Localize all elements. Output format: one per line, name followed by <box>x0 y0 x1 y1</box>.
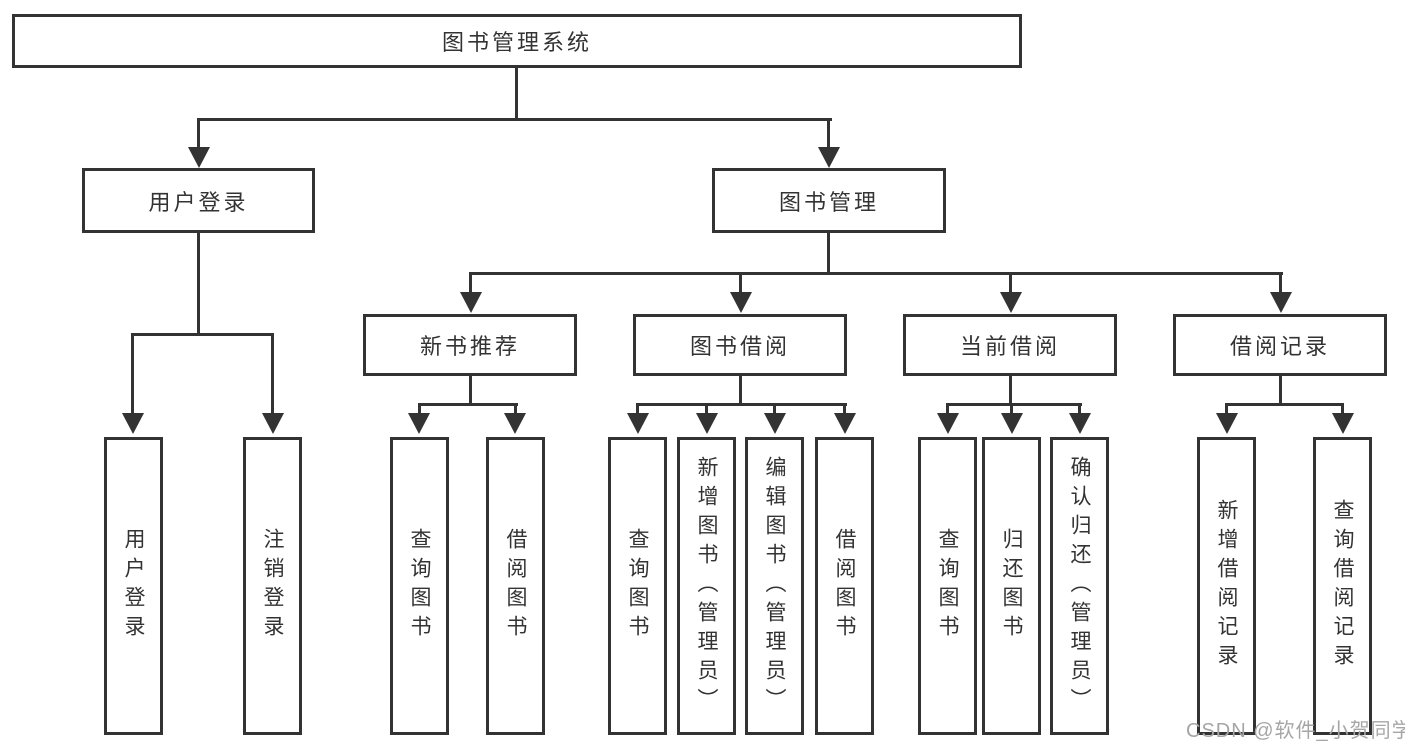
leaf-add-borrow-record: 新增借阅记录 <box>1197 437 1256 735</box>
connector-userlogin-stem <box>197 233 200 336</box>
connector-bar <box>946 403 1082 406</box>
connector-drop <box>271 333 274 414</box>
connector-drop <box>1010 403 1013 414</box>
arrow-down-icon <box>1001 413 1023 434</box>
leaf-confirm-return-admin: 确认归还（管理员） <box>1050 437 1109 735</box>
node-label: 借阅图书 <box>833 528 856 644</box>
node-user-login-branch: 用户登录 <box>82 168 315 233</box>
connector-stem <box>469 376 472 405</box>
node-label: 新增图书（管理员） <box>695 455 718 717</box>
node-label: 新增借阅记录 <box>1215 499 1238 673</box>
connector-stem <box>1009 376 1012 405</box>
node-label: 图书管理系统 <box>441 30 592 55</box>
connector-drop <box>197 118 200 150</box>
arrow-down-icon <box>937 413 959 434</box>
leaf-logout: 注销登录 <box>243 437 302 735</box>
node-label: 查询图书 <box>936 528 959 644</box>
node-label: 当前借阅 <box>959 334 1060 359</box>
arrow-down-icon <box>262 413 284 434</box>
connector-drop <box>946 403 949 414</box>
node-label: 借阅记录 <box>1229 334 1330 359</box>
arrow-down-icon <box>696 413 718 434</box>
connector-drop <box>1341 403 1344 414</box>
arrow-down-icon <box>730 292 752 313</box>
arrow-down-icon <box>818 147 840 168</box>
connector-drop <box>773 403 776 414</box>
leaf-edit-book-admin: 编辑图书（管理员） <box>745 437 804 735</box>
node-borrowing-records: 借阅记录 <box>1173 314 1387 376</box>
arrow-down-icon <box>1216 413 1238 434</box>
connector-drop <box>418 403 421 414</box>
connector-drop <box>1225 403 1228 414</box>
connector-drop <box>514 403 517 414</box>
arrow-down-icon <box>834 413 856 434</box>
node-label: 图书管理 <box>778 189 879 215</box>
node-label: 图书借阅 <box>689 334 790 359</box>
node-label: 新书推荐 <box>419 334 520 359</box>
connector-drop <box>705 403 708 414</box>
node-label: 编辑图书（管理员） <box>763 455 786 717</box>
node-label: 用户登录 <box>122 528 145 644</box>
connector-drop <box>1078 403 1081 414</box>
connector-stem <box>739 376 742 405</box>
leaf-query-books-recommend: 查询图书 <box>390 437 449 735</box>
leaf-query-borrow-record: 查询借阅记录 <box>1313 437 1372 735</box>
arrow-down-icon <box>764 413 786 434</box>
arrow-down-icon <box>1270 292 1292 313</box>
leaf-return-books: 归还图书 <box>982 437 1041 735</box>
arrow-down-icon <box>122 413 144 434</box>
csdn-watermark: CSDN @软件_小贺同学 <box>1186 720 1405 742</box>
node-label: 注销登录 <box>261 528 284 644</box>
node-label: 查询图书 <box>408 528 431 644</box>
leaf-borrow-books-recommend: 借阅图书 <box>486 437 545 735</box>
connector-drop <box>636 403 639 414</box>
node-label: 借阅图书 <box>504 528 527 644</box>
connector-bar <box>636 403 847 406</box>
connector-drop <box>131 333 134 414</box>
node-label: 查询借阅记录 <box>1331 499 1354 673</box>
arrow-down-icon <box>1069 413 1091 434</box>
connector-level3-bar <box>469 272 1283 275</box>
arrow-down-icon <box>408 413 430 434</box>
connector-drop <box>843 403 846 414</box>
arrow-down-icon <box>1332 413 1354 434</box>
arrow-down-icon <box>460 292 482 313</box>
leaf-user-login: 用户登录 <box>104 437 163 735</box>
connector-drop <box>469 272 472 293</box>
connector-drop <box>739 272 742 293</box>
arrow-down-icon <box>188 147 210 168</box>
arrow-down-icon <box>504 413 526 434</box>
connector-userlogin-bar <box>131 333 274 336</box>
node-book-borrowing: 图书借阅 <box>633 314 847 376</box>
leaf-query-books-current: 查询图书 <box>918 437 977 735</box>
connector-stem <box>1279 376 1282 405</box>
connector-root-stem <box>515 68 518 120</box>
arrow-down-icon <box>627 413 649 434</box>
node-book-management: 图书管理 <box>712 168 946 233</box>
leaf-add-book-admin: 新增图书（管理员） <box>677 437 736 735</box>
node-current-borrowing: 当前借阅 <box>903 314 1117 376</box>
node-label: 归还图书 <box>1000 528 1023 644</box>
connector-level2-bar <box>197 118 832 121</box>
connector-bookmgmt-stem <box>827 233 830 275</box>
node-label: 确认归还（管理员） <box>1068 455 1091 717</box>
arrow-down-icon <box>1000 292 1022 313</box>
connector-bar <box>418 403 518 406</box>
connector-drop <box>1279 272 1282 293</box>
node-label: 用户登录 <box>148 189 249 215</box>
leaf-query-books-borrowing: 查询图书 <box>608 437 667 735</box>
node-label: 查询图书 <box>626 528 649 644</box>
connector-drop <box>827 118 830 150</box>
leaf-borrow-books-borrowing: 借阅图书 <box>815 437 874 735</box>
node-library-system: 图书管理系统 <box>12 14 1022 68</box>
connector-drop <box>1009 272 1012 293</box>
node-new-book-recommendation: 新书推荐 <box>363 314 577 376</box>
connector-bar <box>1225 403 1344 406</box>
